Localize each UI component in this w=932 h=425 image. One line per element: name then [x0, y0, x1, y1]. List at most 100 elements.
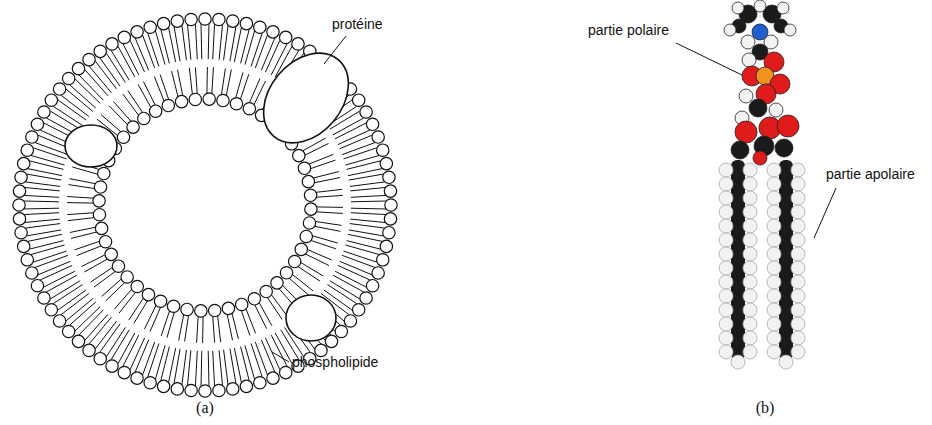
lipid-tail	[24, 213, 59, 215]
hydrogen-atom	[767, 303, 781, 317]
lipid-head	[62, 72, 74, 84]
panel-caption: (a)	[196, 398, 214, 417]
lipid-head	[94, 45, 106, 57]
lipid-head	[335, 325, 347, 337]
hydrogen-atom	[719, 317, 733, 331]
lipid-head	[83, 344, 95, 356]
lipid-tail	[61, 293, 89, 314]
lipid-tail	[201, 351, 203, 386]
lipid-head	[243, 103, 255, 115]
lipid-head	[227, 383, 239, 395]
lipid-tail	[31, 245, 65, 255]
polar-head	[724, 0, 799, 165]
lipid-head	[267, 26, 279, 38]
lipid-tail	[310, 160, 336, 169]
lipid-tail	[53, 106, 82, 125]
lipid-head	[366, 280, 378, 292]
lipid-tail	[174, 349, 180, 383]
hydrogen-atom	[743, 275, 757, 289]
lipid-head	[131, 280, 143, 292]
lipid-head	[384, 213, 396, 225]
lipid-tail	[143, 342, 155, 375]
lipid-head	[199, 13, 211, 25]
lipid-tail	[305, 254, 329, 266]
lipid-tail	[201, 24, 203, 59]
lipid-tail	[351, 208, 386, 210]
leader-line	[272, 352, 289, 362]
lipid-tail	[234, 28, 241, 62]
lipid-head	[99, 235, 111, 247]
lipid-tail	[246, 308, 256, 333]
callout-label: protéine	[332, 16, 383, 33]
lipid-tail	[232, 313, 239, 339]
lipid-tail	[202, 316, 203, 343]
lipid-head	[305, 203, 317, 215]
lipid-head	[15, 171, 27, 183]
lipid-head	[94, 181, 106, 193]
lipid-head	[117, 131, 129, 143]
hydrogen-atom	[719, 275, 733, 289]
lipid-head	[295, 243, 307, 255]
lipid-tail	[28, 234, 62, 241]
lipid-tail	[67, 202, 94, 203]
lipid-tail	[102, 279, 122, 297]
lipid-tail	[218, 315, 221, 342]
lipid-head	[93, 195, 105, 207]
hydrogen-atom	[743, 261, 757, 275]
hydrogen-atom	[791, 289, 805, 303]
lipid-tail	[307, 249, 332, 260]
lipid-tail	[230, 27, 236, 61]
lipid-tail	[71, 232, 97, 239]
lipid-tail	[224, 350, 228, 385]
lipid-head	[199, 385, 211, 397]
lipid-head	[302, 175, 314, 187]
hydrogen-atom	[791, 247, 805, 261]
lipid-head	[360, 106, 372, 118]
lipid-tail	[35, 143, 68, 155]
lipid-tail	[179, 314, 184, 341]
lipid-tail	[50, 281, 80, 299]
lipid-tail	[24, 201, 59, 203]
fatty-acid-chains	[719, 160, 805, 369]
lipid-head	[383, 227, 395, 239]
lipid-tail	[106, 282, 125, 301]
lipid-tail	[316, 206, 343, 207]
leader-line	[814, 188, 836, 238]
lipid-tail	[174, 27, 180, 61]
hydrogen-atom	[767, 163, 781, 177]
lipid-head	[280, 366, 292, 378]
lipid-tail	[251, 33, 262, 66]
hydrogen-atom	[743, 233, 757, 247]
lipid-head	[383, 171, 395, 183]
hydrogen-atom	[743, 303, 757, 317]
lipid-tail	[25, 224, 60, 228]
callout-label: partie apolaire	[826, 166, 915, 183]
lipid-head	[292, 38, 304, 50]
lipid-head	[377, 254, 389, 266]
hydrogen-atom	[767, 261, 781, 275]
lipid-tail	[134, 300, 148, 323]
hydrogen-atom	[779, 355, 793, 369]
lipid-head	[303, 217, 315, 229]
hydrogen-atom	[791, 233, 805, 247]
membrane-proteins	[65, 37, 366, 341]
lipid-tail	[345, 155, 379, 165]
carbon-chain	[779, 160, 793, 360]
lipid-head	[213, 13, 225, 25]
lipid-tail	[189, 68, 192, 95]
lipid-tail	[350, 219, 385, 222]
lipid-head	[93, 208, 105, 220]
lipid-head	[171, 15, 183, 27]
lipid-head	[13, 213, 25, 225]
lipid-tail	[138, 84, 151, 108]
lipid-tail	[114, 289, 132, 309]
lipid-head	[131, 26, 143, 38]
lipid-tail	[315, 189, 342, 192]
lipid-tail	[347, 241, 381, 250]
lipid-tail	[267, 297, 282, 319]
lipid-tail	[241, 29, 250, 63]
lipid-tail	[123, 44, 139, 75]
lipid-tail	[349, 174, 383, 180]
lipid-head	[325, 335, 337, 347]
hydrogen-atom	[791, 261, 805, 275]
